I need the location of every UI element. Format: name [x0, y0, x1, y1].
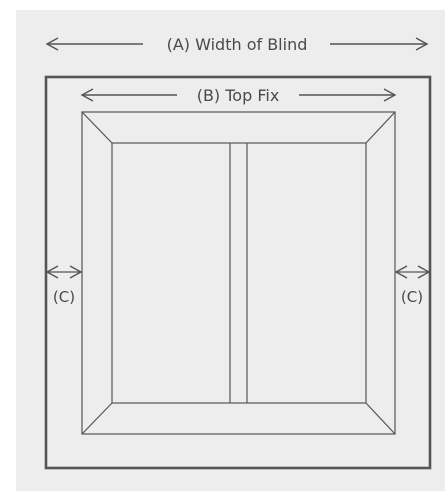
reveal-corner-lines — [81, 111, 396, 435]
width-of-blind-label: (A) Width of Blind — [167, 35, 308, 54]
window-frame-inner — [111, 142, 367, 404]
window-mullion — [229, 143, 248, 403]
side-gap-right-dimension: (C) — [394, 265, 431, 306]
top-fix-dimension: (B) Top Fix — [80, 86, 397, 105]
top-fix-label: (B) Top Fix — [197, 86, 280, 105]
width-of-blind-dimension: (A) Width of Blind — [45, 35, 429, 54]
side-gap-left-label: (C) — [53, 288, 75, 306]
side-gap-left-dimension: (C) — [45, 265, 83, 306]
side-gap-right-label: (C) — [401, 288, 423, 306]
